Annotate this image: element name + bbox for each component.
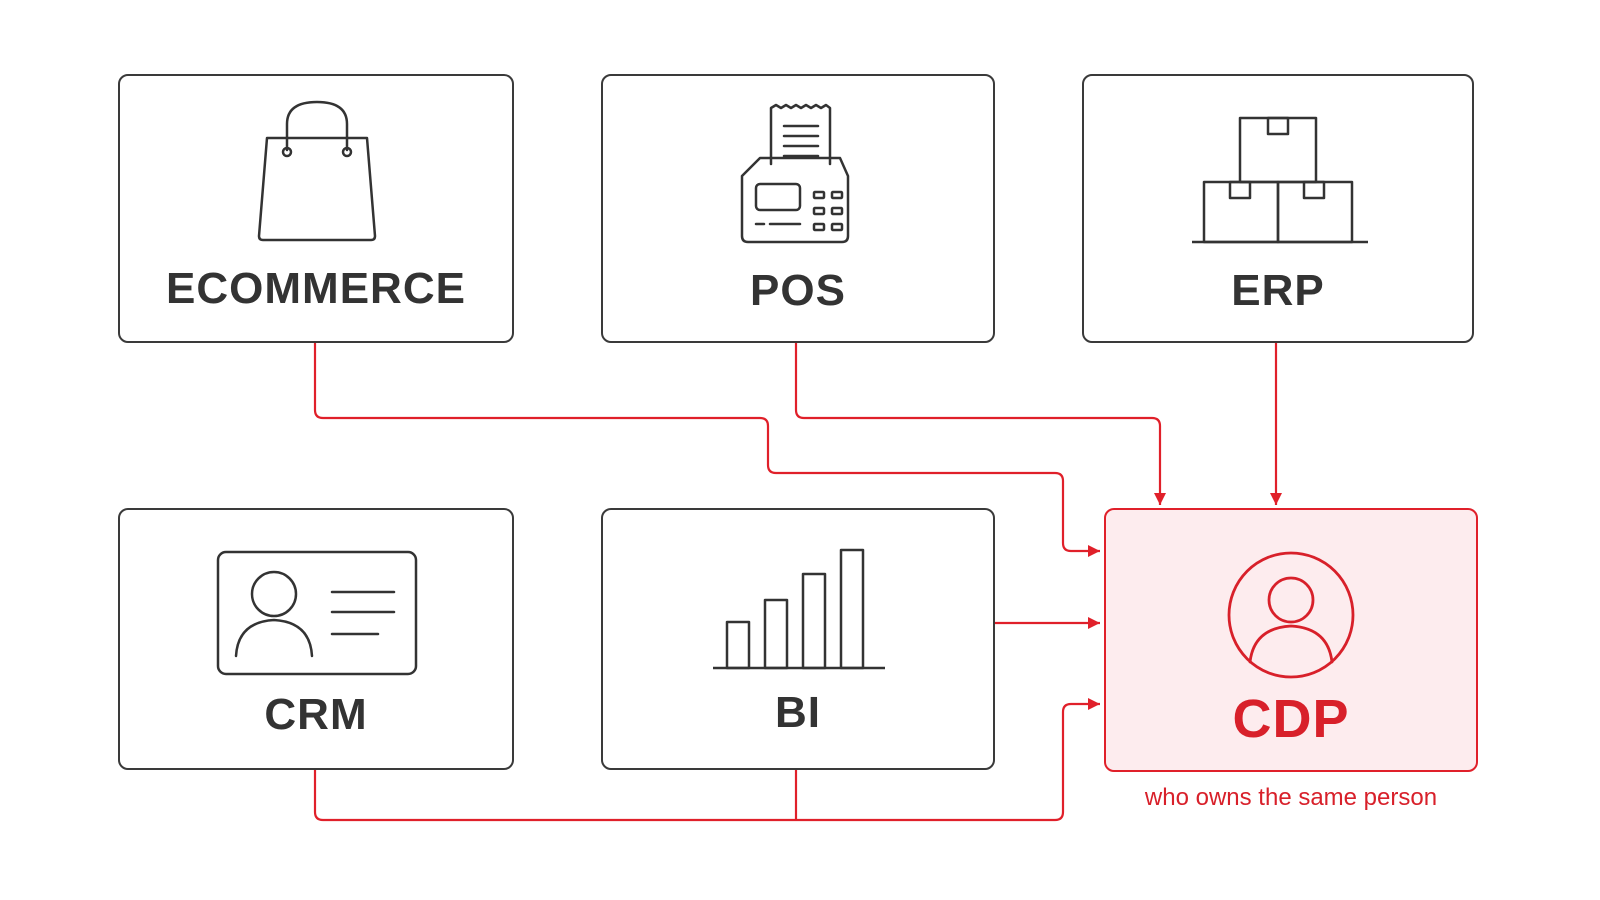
node-cdp[interactable]: CDP — [1104, 508, 1478, 772]
node-ecommerce[interactable]: ECOMMERCE — [118, 74, 514, 343]
node-crm[interactable]: CRM — [118, 508, 514, 770]
node-erp[interactable]: ERP — [1082, 74, 1474, 343]
node-pos[interactable]: POS — [601, 74, 995, 343]
node-label: POS — [750, 266, 846, 315]
user-circle-icon — [1227, 551, 1355, 679]
stacked-boxes-icon — [1192, 116, 1368, 244]
node-bi[interactable]: BI — [601, 508, 995, 770]
bar-chart-icon — [713, 548, 885, 670]
node-label: CDP — [1232, 689, 1350, 749]
edge-crm-cdp — [313, 698, 1100, 822]
node-label: ECOMMERCE — [166, 264, 466, 313]
edge-pos-cdp — [794, 343, 1166, 505]
node-label: CRM — [264, 690, 368, 739]
cdp-caption: who owns the same person — [1144, 784, 1438, 811]
pos-terminal-icon — [740, 103, 850, 244]
shopping-bag-icon — [257, 100, 377, 242]
node-label: ERP — [1231, 266, 1325, 315]
edge-ecommerce-cdp — [313, 343, 1100, 557]
contact-card-icon — [216, 550, 418, 676]
node-label: BI — [775, 688, 821, 737]
